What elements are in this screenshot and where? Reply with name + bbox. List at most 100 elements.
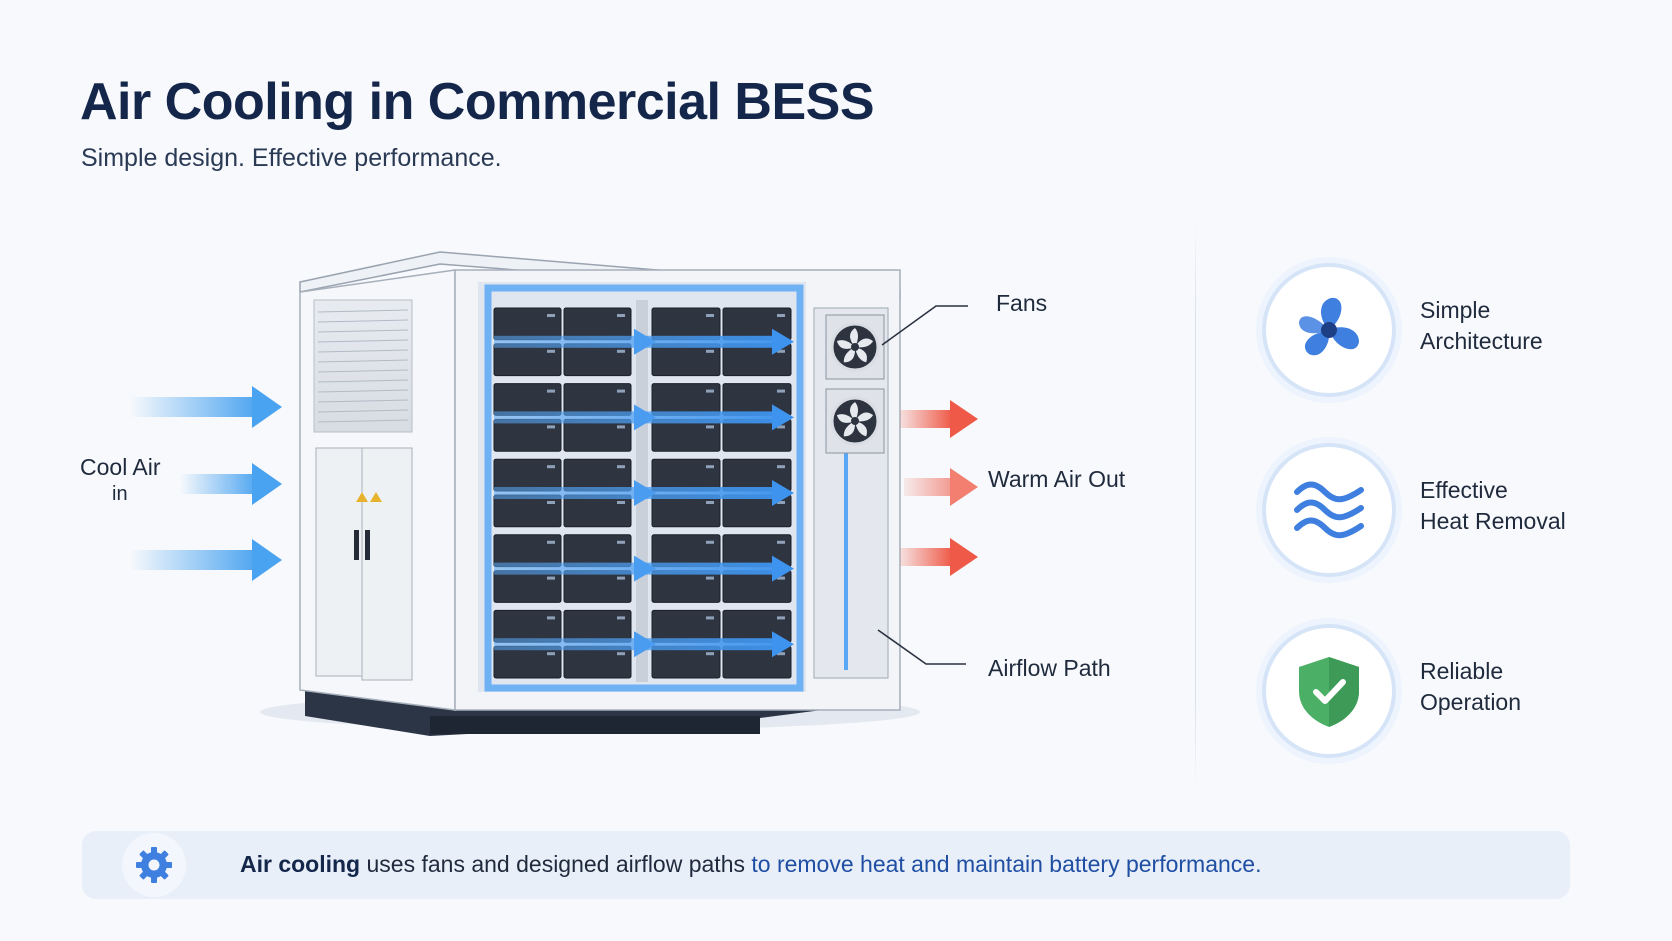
warm-air-arrows	[900, 400, 978, 576]
feature-label-line2: Operation	[1420, 689, 1522, 715]
feature-label-line1: Simple	[1420, 297, 1491, 323]
battery-module-indicator	[777, 576, 785, 580]
gear-icon	[136, 847, 172, 883]
footer-text-highlight: to remove heat and maintain battery perf…	[751, 851, 1262, 877]
airflow-arrow-head	[772, 404, 794, 431]
battery-module-indicator	[777, 389, 785, 393]
footer-text-bold: Air cooling	[240, 851, 361, 877]
battery-module-indicator	[706, 616, 714, 620]
battery-module	[563, 534, 632, 568]
battery-module	[651, 307, 721, 341]
battery-module-indicator	[617, 314, 625, 317]
fan-blade	[836, 414, 855, 423]
feature-label: Simple Architecture	[1420, 295, 1660, 357]
airflow-arrow-head	[634, 480, 656, 506]
battery-module-indicator	[777, 652, 785, 656]
fan-hub	[851, 343, 859, 351]
door-handle-left	[354, 530, 359, 560]
battery-module	[493, 383, 562, 416]
shield-check-icon	[1299, 657, 1359, 727]
airflow-arrow-head	[634, 555, 656, 582]
battery-module-indicator	[706, 349, 714, 353]
fan-blade	[855, 421, 867, 437]
battery-module-indicator	[547, 501, 555, 504]
footer-text: Air cooling uses fans and designed airfl…	[240, 851, 1262, 878]
battery-module-indicator	[547, 540, 555, 544]
airflow-path-callout-line	[877, 629, 966, 665]
battery-module	[493, 343, 562, 377]
airflow-arrow-head	[772, 328, 794, 355]
warning-label-icon	[356, 492, 382, 502]
battery-module-indicator	[777, 314, 785, 317]
battery-module	[563, 343, 632, 377]
heat-waves-icon	[1294, 481, 1364, 539]
airflow-path-label: Airflow Path	[988, 655, 1111, 681]
battery-module	[651, 645, 721, 679]
door-handle-right	[365, 530, 370, 560]
battery-module	[651, 418, 721, 452]
feature-icon-circle	[1262, 624, 1396, 758]
battery-module	[651, 494, 721, 528]
battery-module	[493, 609, 562, 643]
battery-modules	[493, 307, 792, 679]
battery-module-indicator	[547, 425, 555, 429]
battery-module-indicator	[777, 425, 785, 429]
battery-module-indicator	[777, 540, 785, 544]
battery-module-indicator	[547, 389, 555, 393]
footer-banner: Air cooling uses fans and designed airfl…	[82, 831, 1570, 899]
battery-module-indicator	[706, 314, 714, 317]
warm-air-out-label: Warm Air Out	[988, 466, 1126, 492]
airflow-arrow-head	[772, 631, 794, 658]
side-door-left	[315, 447, 363, 677]
battery-module-indicator	[547, 349, 555, 353]
battery-module-indicator	[617, 616, 625, 620]
battery-module-indicator	[777, 349, 785, 353]
cool-air-in-label: Cool Air in	[80, 454, 161, 508]
battery-module-indicator	[617, 652, 625, 656]
battery-module	[651, 534, 721, 568]
battery-module	[563, 418, 632, 452]
fans	[825, 314, 885, 454]
airflow-arrow-head	[634, 328, 656, 355]
battery-module-indicator	[777, 616, 785, 620]
battery-module-indicator	[617, 425, 625, 429]
battery-module-indicator	[706, 389, 714, 393]
battery-module	[493, 458, 562, 492]
airflow-arrow-head	[634, 404, 656, 431]
fan-blade	[855, 338, 874, 348]
battery-module	[563, 645, 632, 679]
battery-module-indicator	[547, 465, 555, 469]
fan-hub	[851, 417, 859, 425]
feature-label: Reliable Operation	[1420, 656, 1660, 718]
fan-blade	[836, 340, 855, 349]
page-title: Air Cooling in Commercial BESS	[80, 73, 875, 131]
section-divider	[1195, 222, 1196, 792]
fan-blade	[855, 347, 867, 363]
feature-effective-heat-removal: Effective Heat Removal	[1262, 443, 1662, 579]
battery-module-indicator	[547, 314, 555, 317]
battery-module-indicator	[617, 540, 625, 544]
battery-module	[651, 383, 721, 416]
airflow-arrow-head	[634, 631, 656, 658]
battery-module	[563, 494, 632, 528]
battery-module	[493, 307, 562, 341]
battery-module	[493, 534, 562, 568]
feature-label-line1: Effective	[1420, 477, 1508, 503]
cool-air-in-label-line1: Cool Air	[80, 454, 161, 480]
battery-module	[651, 458, 721, 492]
battery-module	[493, 494, 562, 528]
battery-module-indicator	[706, 576, 714, 580]
fan-blade	[843, 421, 856, 437]
battery-module	[493, 418, 562, 452]
feature-icon-circle	[1262, 443, 1396, 577]
battery-module	[563, 609, 632, 643]
airflow-path-outline	[484, 284, 804, 692]
battery-module-indicator	[617, 465, 625, 469]
battery-module	[493, 570, 562, 603]
side-door-right	[361, 447, 413, 681]
battery-module	[563, 570, 632, 603]
battery-module-indicator	[706, 425, 714, 429]
footer-text-middle: uses fans and designed airflow paths	[360, 851, 752, 877]
battery-module-indicator	[617, 576, 625, 580]
